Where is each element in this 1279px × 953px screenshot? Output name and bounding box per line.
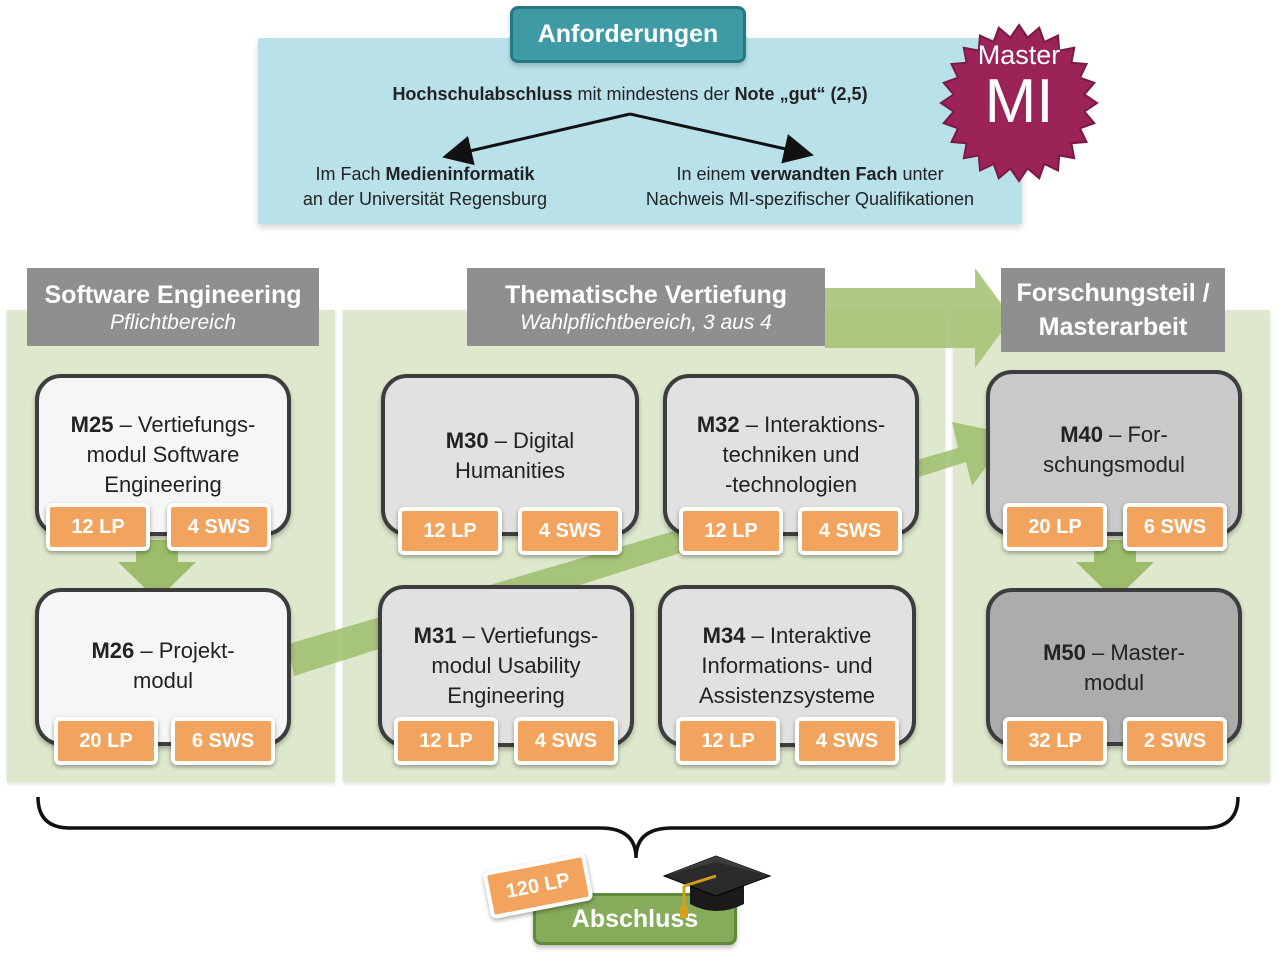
software-engineering-subtitle: Pflichtbereich [109, 311, 237, 334]
module-m30-lp: 12 LP [398, 507, 502, 555]
graduation-cap-icon [662, 855, 772, 918]
module-m32-code: M32 [696, 412, 740, 437]
module-m31-sws: 4 SWS [514, 717, 618, 765]
degree-connector: mit mindestens der [572, 84, 735, 104]
option-mi-subject: Medieninformatik [385, 164, 535, 184]
module-m50-sws: 2 SWS [1123, 717, 1227, 765]
requirement-option-related: In einem verwandten Fach unter Nachweis … [610, 162, 1010, 212]
module-m25-lp: 12 LP [46, 503, 150, 551]
option-related-suffix: unter [897, 164, 944, 184]
module-m30-title-2: Humanities [454, 458, 566, 483]
module-m26-code: M26 [91, 638, 135, 663]
thematic-title: Thematische Vertiefung [504, 281, 788, 309]
m40-to-m50-arrow [1076, 540, 1154, 600]
research-title-line1: Forschungsteil / [1016, 279, 1210, 307]
badge-mi-label: MI [984, 67, 1054, 136]
module-m50-lp: 32 LP [1003, 717, 1107, 765]
module-m26-sws: 6 SWS [171, 717, 275, 765]
module-m40-sws: 6 SWS [1123, 503, 1227, 551]
module-m31-code: M31 [413, 623, 457, 648]
module-m26-lp: 20 LP [54, 717, 158, 765]
arrow-to-medieninformatik [442, 112, 631, 166]
option-related-subject: verwandten Fach [750, 164, 898, 184]
module-m50-title-2: modul [1084, 670, 1144, 695]
module-m34-code: M34 [702, 623, 746, 648]
module-m32-lp: 12 LP [679, 507, 783, 555]
total-brace [36, 796, 1240, 859]
module-m32-title-2: techniken und [722, 442, 860, 467]
option-related-proof: Nachweis MI-spezifischer Qualifikationen [645, 189, 975, 209]
module-m25-title-3: Engineering [104, 472, 222, 497]
grade-requirement: Note „gut“ (2,5) [734, 84, 868, 104]
module-m32-title-1: – Interaktions- [739, 412, 886, 437]
master-mi-seal-icon [939, 23, 1099, 183]
thematic-header: Thematische Vertiefung Wahlpflichtbereic… [467, 268, 825, 346]
module-m25-title-2: modul Software [86, 442, 240, 467]
module-m30-code: M30 [445, 428, 489, 453]
module-m26-title-1: – Projekt- [134, 638, 235, 663]
module-m31-title-3: Engineering [447, 683, 565, 708]
module-m25-title-1: – Vertiefungs- [113, 412, 256, 437]
module-m34-sws: 4 SWS [795, 717, 899, 765]
module-m40-code: M40 [1060, 422, 1103, 447]
requirements-degree: Hochschulabschluss mit mindestens der No… [300, 82, 960, 107]
option-mi-university: an der Universität Regensburg [302, 189, 548, 209]
software-engineering-header: Software Engineering Pflichtbereich [27, 268, 319, 346]
badge-master-label: Master [977, 40, 1061, 70]
module-m26-title-2: modul [133, 668, 193, 693]
module-m30-title-1: – Digital [488, 428, 575, 453]
module-m50-title-1: – Master- [1085, 640, 1185, 665]
thematic-subtitle: Wahlpflichtbereich, 3 aus 4 [520, 311, 772, 334]
header-flow-arrow [825, 268, 1012, 368]
requirements-title: Anforderungen [510, 6, 746, 63]
requirements-panel [258, 38, 1022, 224]
module-m40-title-2: schungsmodul [1043, 452, 1185, 477]
m25-to-m26-arrow [118, 540, 196, 600]
software-engineering-title: Software Engineering [44, 281, 302, 309]
module-m34-title-1: – Interaktive [745, 623, 872, 648]
degree-label: Hochschulabschluss [392, 84, 573, 104]
module-m32-title-3: -technologien [724, 472, 858, 497]
module-m31-lp: 12 LP [394, 717, 498, 765]
arrow-to-related-field [629, 112, 814, 164]
research-title-line2: Masterarbeit [1038, 313, 1188, 341]
module-m30-sws: 4 SWS [518, 507, 622, 555]
requirement-option-mi: Im Fach Medieninformatik an der Universi… [270, 162, 580, 212]
module-m25-sws: 4 SWS [167, 503, 271, 551]
option-mi-prefix: Im Fach [315, 164, 386, 184]
module-m40-title-1: – For- [1103, 422, 1168, 447]
module-m31-title-1: – Vertiefungs- [456, 623, 599, 648]
module-m34-title-2: Informations- und [701, 653, 873, 678]
module-m31-title-2: modul Usability [431, 653, 581, 678]
module-m25-code: M25 [70, 412, 114, 437]
module-m50-code: M50 [1043, 640, 1086, 665]
module-m34-lp: 12 LP [676, 717, 780, 765]
module-m34-title-3: Assistenzsysteme [698, 683, 876, 708]
research-header: Forschungsteil / Masterarbeit [1001, 268, 1225, 352]
option-related-prefix: In einem [676, 164, 751, 184]
module-m32-sws: 4 SWS [798, 507, 902, 555]
module-m40-lp: 20 LP [1003, 503, 1107, 551]
